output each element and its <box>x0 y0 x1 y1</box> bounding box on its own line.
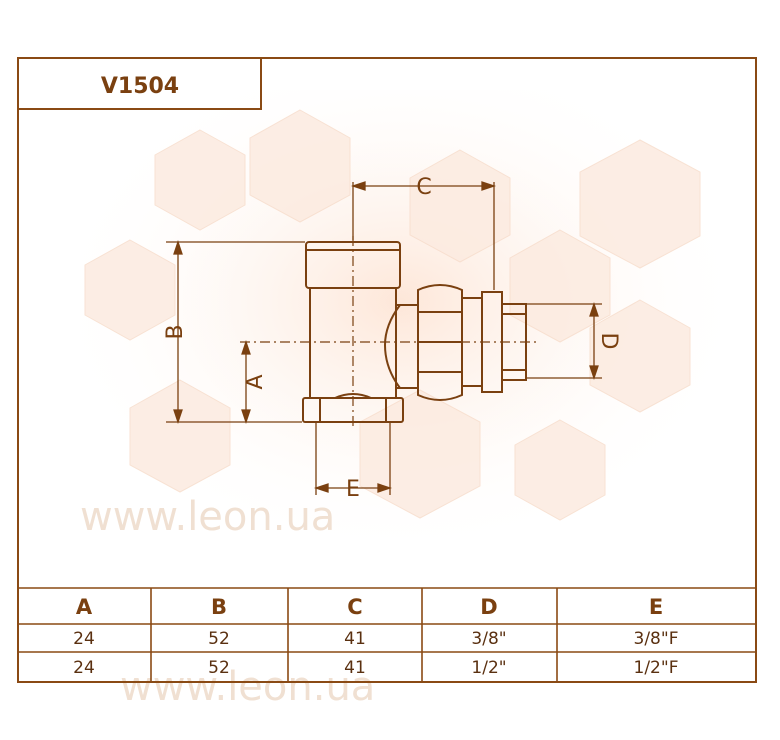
model-title: V1504 <box>101 74 179 99</box>
dim-label-a: A <box>243 374 268 389</box>
dimension-labels: C B A D E <box>163 175 621 502</box>
table-cell: 24 <box>73 629 95 649</box>
table-header-row: A B C D E <box>76 595 663 619</box>
table-header-cell: C <box>347 595 362 619</box>
dim-label-b: B <box>163 324 188 339</box>
dimension-lines <box>166 181 602 495</box>
table-cell: 1/2"F <box>634 658 679 678</box>
title-box: V1504 <box>17 57 262 110</box>
table-header-cell: D <box>480 595 497 619</box>
centerlines <box>240 236 540 430</box>
table-cell: 52 <box>208 658 230 678</box>
table-header-cell: B <box>211 595 227 619</box>
watermark-background: www.leon.ua www.leon.ua <box>80 90 720 710</box>
table-cell: 41 <box>344 658 366 678</box>
table-cell: 41 <box>344 629 366 649</box>
table-cell: 3/8"F <box>634 629 679 649</box>
table-row: 24 52 41 3/8" 3/8"F <box>73 629 678 649</box>
dim-label-d: D <box>596 333 621 350</box>
watermark-text: www.leon.ua <box>120 664 375 710</box>
table-cell: 52 <box>208 629 230 649</box>
table-cell: 24 <box>73 658 95 678</box>
dim-label-c: C <box>416 175 431 200</box>
table-row: 24 52 41 1/2" 1/2"F <box>73 658 678 678</box>
table-header-cell: A <box>76 595 93 619</box>
table-cell: 3/8" <box>471 629 506 649</box>
watermark-text: www.leon.ua <box>80 494 335 540</box>
spec-table <box>18 587 756 682</box>
outer-border <box>17 57 757 683</box>
dim-label-e: E <box>346 477 360 502</box>
table-cell: 1/2" <box>471 658 506 678</box>
table-header-cell: E <box>649 595 663 619</box>
